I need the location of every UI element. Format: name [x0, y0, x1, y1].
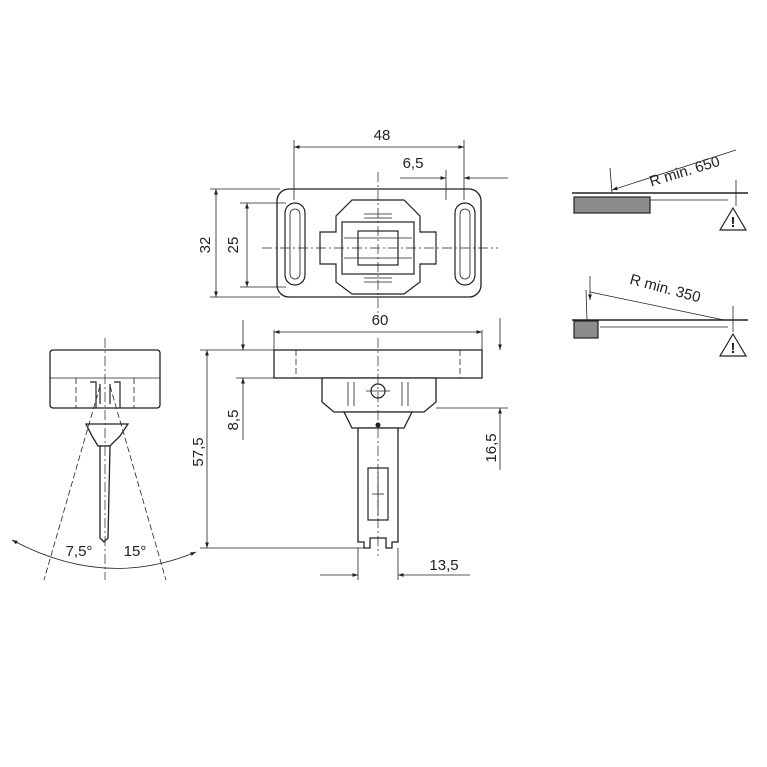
right-mounting-slot	[454, 202, 476, 286]
warning-icon-bottom	[718, 332, 748, 357]
dim-60: 60	[372, 312, 389, 329]
warning-mark-bottom: !	[731, 340, 736, 357]
grey-block-small	[573, 320, 599, 339]
dim-8-5: 8,5	[225, 410, 242, 431]
warning-mark-top: !	[731, 214, 736, 231]
dim-57-5: 57,5	[190, 437, 207, 466]
angle-15: 15°	[124, 543, 147, 560]
bend-detail-large: R min. 650 !	[572, 149, 748, 231]
dim-25: 25	[225, 237, 242, 254]
top-view: 48 6,5 32 25	[197, 127, 508, 318]
front-view: 60 57,5 8,5 16,5	[190, 312, 508, 580]
radius-label-small: R min. 350	[628, 271, 702, 306]
angle-7-5: 7,5°	[66, 543, 93, 560]
left-slot-inner	[289, 208, 301, 280]
radius-label-large: R min. 650	[648, 153, 722, 190]
angle-line-left	[43, 385, 101, 581]
dim-6-5: 6,5	[403, 155, 424, 172]
grey-block-large	[573, 196, 651, 214]
warning-icon-top	[718, 206, 748, 231]
actuator-body	[321, 377, 437, 413]
actuator-housing	[319, 199, 437, 295]
dim-48: 48	[374, 127, 391, 144]
right-slot-inner	[459, 208, 471, 280]
housing-outline	[276, 188, 482, 298]
left-mounting-slot	[284, 202, 306, 286]
dim-16-5: 16,5	[483, 433, 500, 462]
side-view: 7,5° 15°	[11, 338, 197, 581]
dim-32: 32	[197, 237, 214, 254]
side-actuator-head	[84, 423, 130, 447]
bend-detail-small: R min. 350 !	[572, 271, 748, 357]
dim-13-5: 13,5	[429, 557, 458, 574]
angle-line-right	[109, 385, 167, 581]
angle-arc	[11, 539, 197, 569]
